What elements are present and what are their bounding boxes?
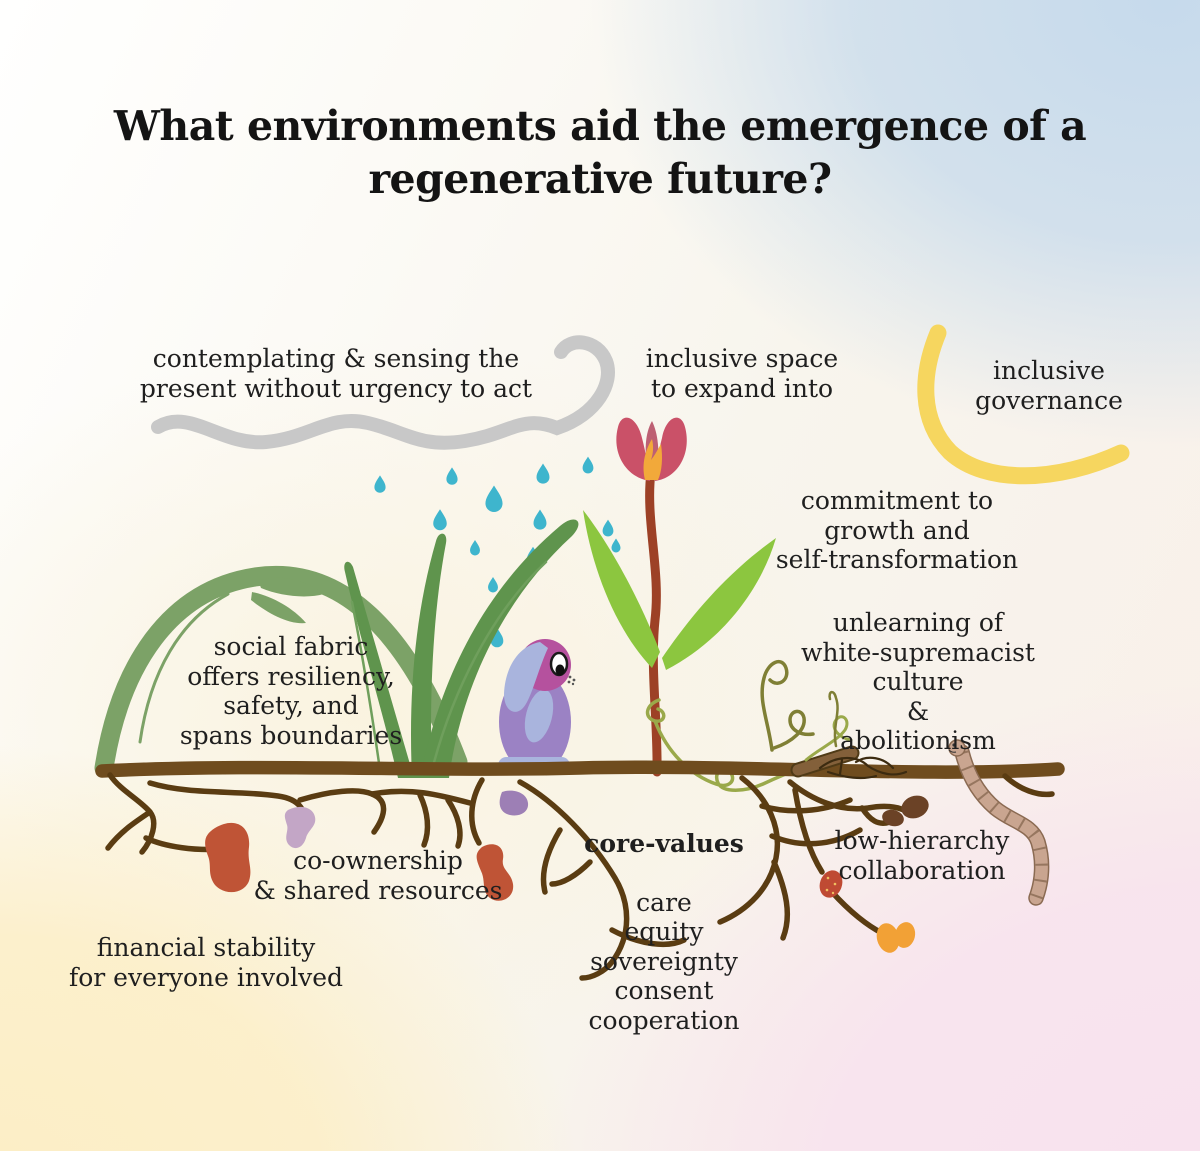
rust-tuber-icon — [476, 844, 514, 901]
label-core-values: core-values care equity sovereignty cons… — [584, 799, 744, 1065]
truffle-icon — [882, 795, 929, 827]
label-low-hierarchy: low-hierarchy collaboration — [834, 826, 1010, 885]
core-values-list: care equity sovereignty consent cooperat… — [588, 887, 740, 1035]
roots-icon — [105, 772, 1055, 981]
cloud-icon — [151, 335, 615, 450]
label-inclusive-governance: inclusive governance — [975, 356, 1123, 415]
grass-tuft-icon — [344, 519, 579, 778]
grass-arch-icon — [94, 566, 468, 778]
purple-blob-icon — [499, 790, 529, 816]
orange-fungus-icon — [876, 922, 916, 953]
label-social-fabric: social fabric offers resiliency, safety,… — [179, 632, 403, 750]
label-contemplating: contemplating & sensing the present with… — [139, 344, 533, 403]
core-values-heading: core-values — [584, 828, 744, 858]
worm-icon — [948, 739, 1050, 906]
mauve-blob-icon — [284, 806, 316, 849]
label-commitment: commitment to growth and self-transforma… — [775, 486, 1019, 574]
label-co-ownership: co-ownership & shared resources — [253, 846, 503, 905]
sun-crescent-icon — [917, 324, 1130, 485]
rabbit-icon — [498, 639, 576, 774]
tendrils-icon — [760, 659, 853, 762]
ground-line — [95, 760, 1065, 779]
page-title: What environments aid the emergence of a… — [113, 102, 1087, 204]
label-unlearning: unlearning of white-supremacist culture … — [801, 608, 1035, 755]
rabbit-nose — [567, 675, 576, 686]
red-mushroom-icon — [819, 870, 843, 898]
label-financial-stability: financial stability for everyone involve… — [68, 933, 344, 992]
tulip-flower-icon — [583, 417, 803, 792]
label-inclusive-space: inclusive space to expand into — [645, 344, 839, 403]
rhizome-icon — [790, 745, 908, 780]
fine-roots-icon — [818, 756, 908, 780]
rust-tuber-icon — [205, 822, 251, 893]
tuber-icons — [205, 790, 929, 953]
